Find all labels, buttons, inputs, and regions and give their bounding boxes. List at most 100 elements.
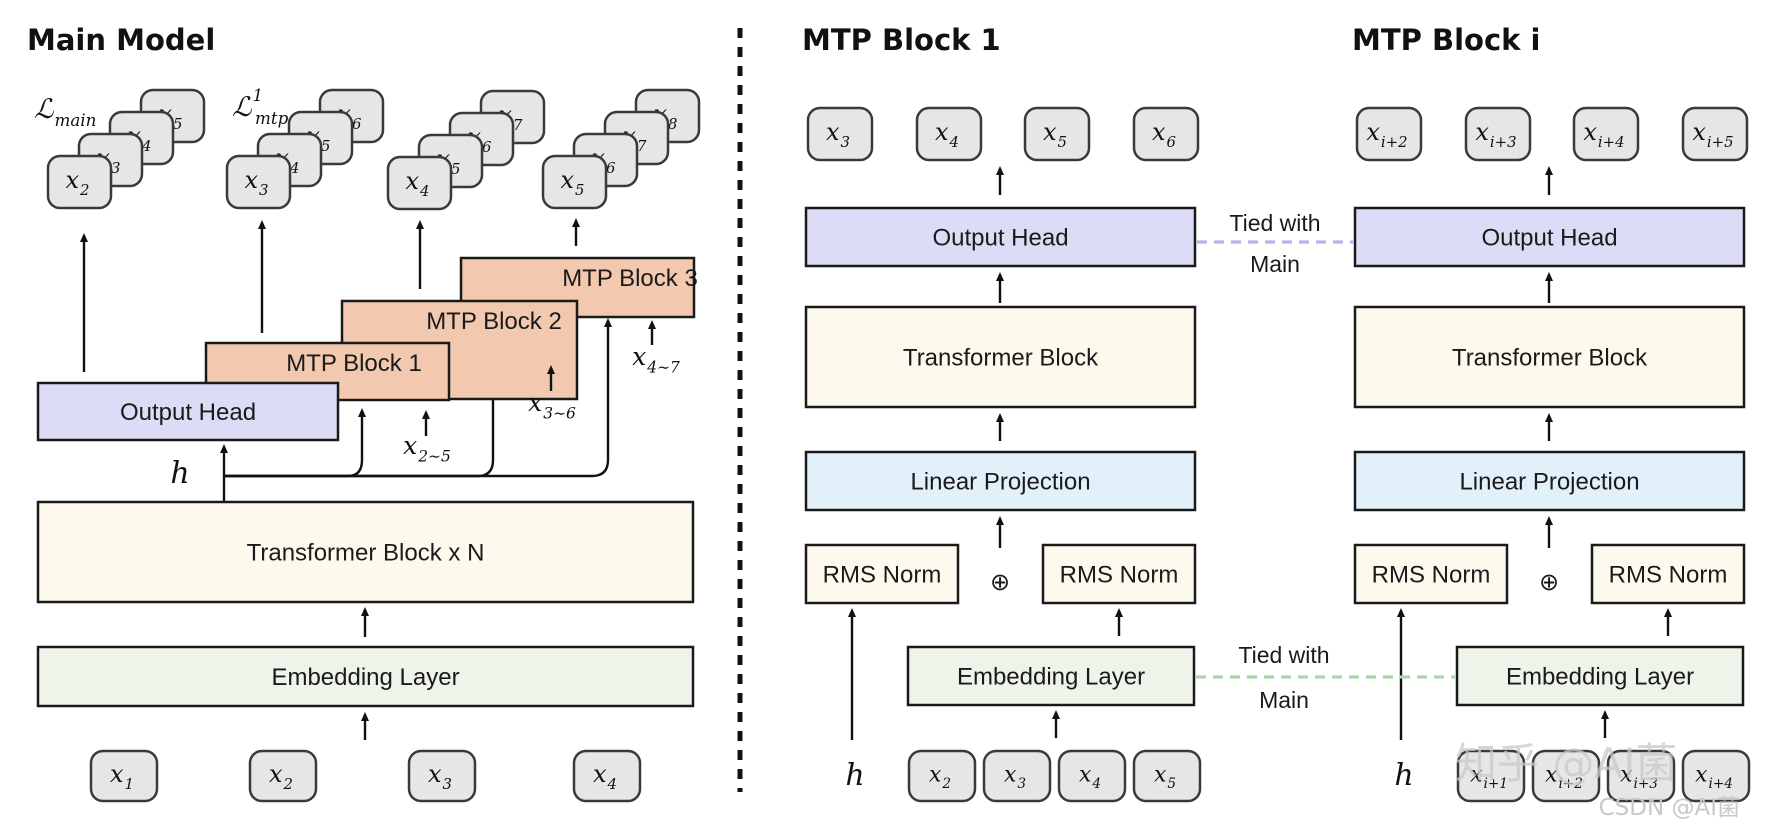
main-stack-2-token-3-text-sub: 5 <box>321 137 330 155</box>
main-model-title: Main Model <box>27 23 215 57</box>
mtpi-input-token-3-text-base: x <box>1620 763 1633 788</box>
mtp1-linear-projection-rect <box>804 450 1197 512</box>
mtp1-output-token-4: x6 <box>1132 106 1200 162</box>
mtp1-transformer-block: Transformer Block <box>804 305 1197 409</box>
main-input-token-1-text: x1 <box>110 760 134 793</box>
mtpi-embedding-layer-label: Embedding Layer <box>1506 664 1694 691</box>
mtp1-output-token-4-text-base: x <box>1152 118 1166 146</box>
main-stack-1-token-1-text-sub: 2 <box>79 181 89 199</box>
zhihu-watermark: 知乎 @AI菌 <box>1455 739 1677 788</box>
mtpi-output-token-4-text-base: x <box>1692 118 1706 146</box>
mtp1-input-token-4-text: x5 <box>1154 763 1176 793</box>
mtpi-linear-projection-rect <box>1353 450 1746 512</box>
mtp-loss-label-base: ℒ <box>232 92 252 123</box>
mtpi-input-token-4-text: xi+4 <box>1695 763 1733 793</box>
main-stack-1-token-1: x2 <box>46 154 113 210</box>
main-mtp1-input: x2∼5 <box>403 431 451 466</box>
mtp1-input-token-3-text-base: x <box>1079 763 1092 788</box>
main-input-token-4-rect <box>572 749 642 803</box>
mtpi-input-token-1-text-base: x <box>1470 763 1483 788</box>
mtpi-input-token-2-text: xi+2 <box>1545 763 1583 793</box>
main-hidden-label: h <box>170 456 189 491</box>
mtpi-linear-projection: Linear Projection <box>1353 450 1746 512</box>
mtp1-embedding-layer-label: Embedding Layer <box>957 664 1145 691</box>
mtpi-linear-projection-label: Linear Projection <box>1459 469 1639 496</box>
main-stack-3-token-1-text: x4 <box>405 167 429 200</box>
mtp-block-i-title: MTP Block i <box>1352 23 1540 57</box>
mtp1-output-token-2: x4 <box>915 106 983 162</box>
main-stack-3-token-1-text-sub: 4 <box>419 182 429 200</box>
mtp1-output-token-3-text: x5 <box>1043 118 1067 151</box>
mtp1-output-token-2-text-sub: 4 <box>949 133 959 151</box>
mtpi-output-token-4-rect <box>1681 106 1749 162</box>
main-h-to-mtp3-arrow <box>224 318 612 478</box>
mtp1-input-token-1-text: x2 <box>929 763 951 793</box>
main-input-token-4-text: x4 <box>593 760 617 793</box>
mtpi-input-token-4-rect <box>1681 749 1751 803</box>
main-output-head-rect <box>36 381 340 442</box>
mtpi-input-token-3-text-sub: i+3 <box>1633 776 1658 792</box>
mtpi-rms-norm-right-label: RMS Norm <box>1609 562 1728 589</box>
mtp1-hidden-label: h <box>845 758 864 793</box>
mtpi-output-token-4-text-sub: i+5 <box>1707 133 1734 151</box>
main-stack-1-token-3-text-sub: 4 <box>141 137 151 155</box>
mtp1-input-token-2: x3 <box>982 749 1052 803</box>
mtp1-output-token-2-rect <box>915 106 983 162</box>
mtpi-output-token-3-text-sub: i+4 <box>1598 133 1625 151</box>
mtp1-input-token-4-text-sub: 5 <box>1167 776 1176 792</box>
mtp1-rms-norm-right-label: RMS Norm <box>1060 562 1179 589</box>
main-stack-1-token-2-text-sub: 3 <box>111 159 120 177</box>
main-stack-1-token-1-rect <box>46 154 113 210</box>
mtpi-input-token-2-text-sub: i+2 <box>1558 776 1582 792</box>
main-input-token-2-text: x2 <box>269 760 293 793</box>
main-stack-4-token-1-text-base: x <box>560 166 574 194</box>
mtp1-rms-norm-right-rect <box>1041 543 1197 605</box>
mtp1-output-token-3: x5 <box>1023 106 1091 162</box>
mtp1-transformer-block-label: Transformer Block <box>903 345 1099 372</box>
mtpi-hidden-label: h <box>1394 758 1413 793</box>
mtpi-input-token-3: xi+3 <box>1606 749 1676 803</box>
mtp-loss-label-sub: mtp <box>255 108 289 128</box>
mtp1-output-token-4-rect <box>1132 106 1200 162</box>
mtpi-transformer-block-label: Transformer Block <box>1452 345 1648 372</box>
csdn-watermark: CSDN @AI菌 <box>1599 795 1740 821</box>
main-mtp-block-3-label: MTP Block 3 <box>562 265 698 292</box>
mtp1-output-token-4-text: x6 <box>1152 118 1176 151</box>
mtpi-output-token-1-rect <box>1355 106 1423 162</box>
main-stack-4-token-1: x5 <box>541 154 608 210</box>
main-stack-3-token-2-text-sub: 5 <box>451 160 460 178</box>
main-stack-1-token-1-text-base: x <box>65 166 79 194</box>
mtp1-rms-norm-left-rect <box>804 543 960 605</box>
main-input-token-1: x1 <box>89 749 159 803</box>
mtpi-output-token-2-text-base: x <box>1475 118 1489 146</box>
mtp1-output-token-2-text: x4 <box>935 118 959 151</box>
main-input-token-3-rect <box>407 749 477 803</box>
mtpi-output-token-3: xi+4 <box>1572 106 1640 162</box>
main-stack-2-token-1-rect <box>225 154 292 210</box>
mtp1-output-token-2-text-base: x <box>935 118 949 146</box>
mtpi-output-token-3-text: xi+4 <box>1583 118 1624 151</box>
mtpi-input-token-1: xi+1 <box>1456 749 1526 803</box>
mtpi-input-token-2: xi+2 <box>1531 749 1601 803</box>
main-stack-4-token-1-rect <box>541 154 608 210</box>
mtpi-input-token-4-text-base: x <box>1695 763 1708 788</box>
mtpi-rms-norm-right-rect <box>1590 543 1746 605</box>
main-loss-label: ℒmain <box>34 94 96 130</box>
main-input-token-2-text-base: x <box>269 760 283 788</box>
main-input-token-1-rect <box>89 749 159 803</box>
main-input-token-1-text-sub: 1 <box>125 775 134 793</box>
main-mtp2-input-base: x <box>528 388 542 417</box>
main-input-token-4-text-sub: 4 <box>607 775 617 793</box>
main-stack-4-token-1-text-sub: 5 <box>575 181 584 199</box>
main-loss-label-base: ℒ <box>34 94 54 125</box>
mtp-loss-label-sup: 1 <box>252 85 263 105</box>
mtp1-embedding-layer-rect <box>906 645 1196 707</box>
mtp1-input-token-3-rect <box>1057 749 1127 803</box>
main-stack-4-token-4-text-sub: 8 <box>668 115 677 133</box>
mtpi-embedding-layer-rect <box>1455 645 1745 707</box>
mtp1-input-token-2-text-sub: 3 <box>1017 776 1026 792</box>
main-input-token-2: x2 <box>248 749 318 803</box>
mtp1-embedding-layer: Embedding Layer <box>906 645 1196 707</box>
main-input-token-3-text: x3 <box>428 760 452 793</box>
